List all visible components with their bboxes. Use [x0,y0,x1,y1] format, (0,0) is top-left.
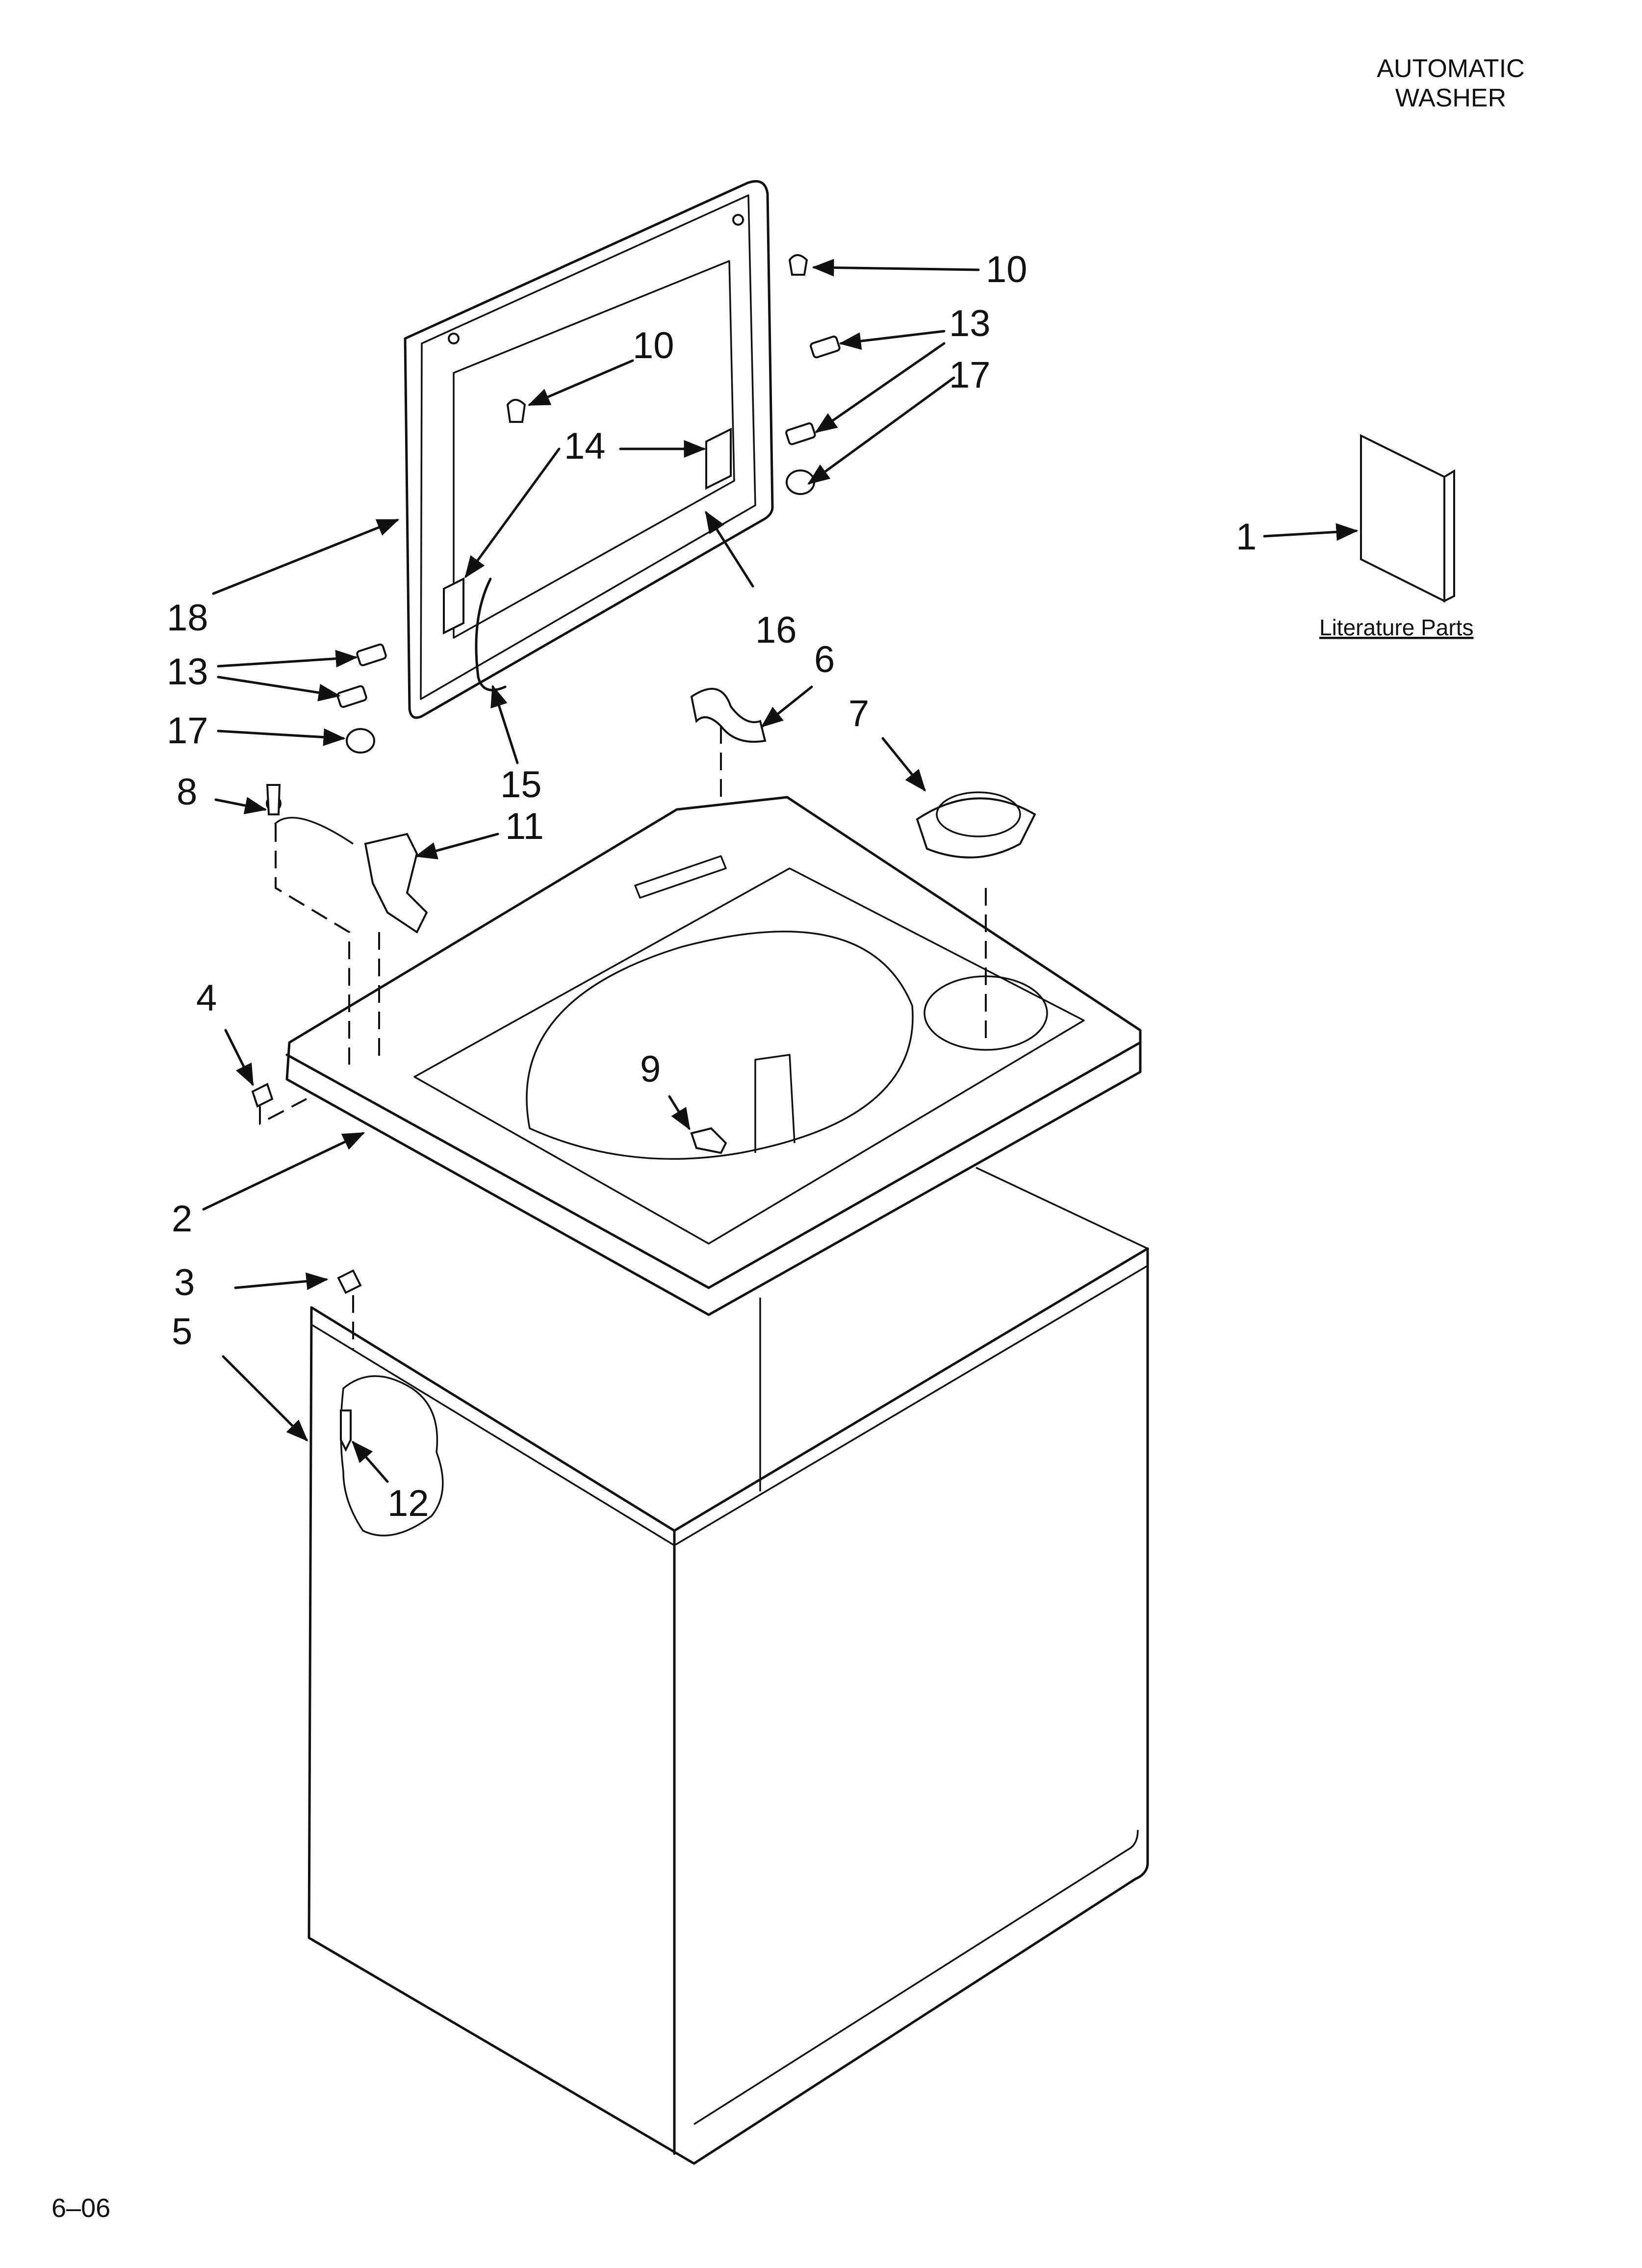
callout-5: 5 [172,1311,192,1353]
callout-10-upper: 10 [986,249,1027,290]
assembly-guide-lines [259,726,987,1349]
lid-bumpers-and-screws [336,254,841,754]
title-line-2: WASHER [1395,84,1507,112]
rear-literature-booklet [1360,434,1455,603]
callout-8: 8 [177,771,197,813]
small-parts [251,688,1036,1452]
callout-17-left: 17 [167,710,208,752]
callout-3: 3 [174,1262,195,1303]
callout-9: 9 [640,1048,661,1090]
callout-13-left: 13 [167,651,208,693]
callout-13-right: 13 [949,303,991,344]
diagram-title: AUTOMATIC WASHER [1304,54,1598,113]
lid-hinges [443,427,732,692]
callout-2: 2 [172,1198,192,1240]
callout-1: 1 [1236,516,1257,558]
callout-15: 15 [500,764,542,806]
cabinet [308,1167,1149,2165]
lid-frame [404,180,774,719]
callout-4: 4 [196,977,217,1019]
literature-parts-label: Literature Parts [1319,615,1473,640]
callout-leaders [202,259,1359,1483]
callout-11: 11 [505,806,544,847]
callout-16: 16 [755,609,797,651]
callout-14: 14 [564,425,606,467]
page-code: 6–06 [51,2193,111,2223]
top-cover [285,796,1142,1316]
title-line-1: AUTOMATIC [1377,54,1525,83]
callout-10-lower: 10 [633,325,674,366]
callout-labels: 1 2 3 4 5 6 7 8 9 10 10 11 12 13 13 14 1… [167,249,1473,1524]
callout-18: 18 [167,597,208,639]
callout-6: 6 [814,639,835,680]
callout-17-right: 17 [949,354,991,396]
callout-7: 7 [848,693,869,734]
callout-12: 12 [387,1483,429,1524]
lid-switch [266,784,428,934]
